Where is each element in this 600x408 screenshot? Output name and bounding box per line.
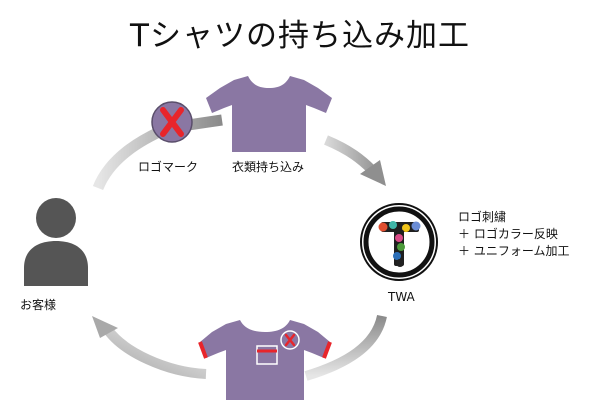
- twa-logo-icon: [360, 203, 438, 281]
- twa-label: TWA: [388, 290, 415, 304]
- page-title: Tシャツの持ち込み加工: [130, 18, 470, 54]
- customer-label: お客様: [20, 298, 57, 312]
- processed-tshirt-icon: [198, 320, 332, 400]
- person-icon: [24, 198, 88, 286]
- logo-mark-label: ロゴマーク: [138, 160, 199, 174]
- arrow-shirt-to-customer: [92, 316, 207, 379]
- tshirt-icon: [206, 76, 332, 152]
- service-item: ロゴ刺繍: [458, 210, 507, 224]
- services-list: ロゴ刺繍 ＋ ロゴカラー反映 ＋ ユニフォーム加工: [458, 209, 569, 260]
- arrow-clothes-to-twa: [324, 135, 386, 186]
- logo-mark-icon: [151, 101, 193, 143]
- arrow-twa-to-shirt: [304, 314, 387, 381]
- service-item: ＋ ロゴカラー反映: [458, 227, 558, 241]
- clothes-label: 衣類持ち込み: [232, 160, 305, 174]
- service-item: ＋ ユニフォーム加工: [458, 244, 570, 258]
